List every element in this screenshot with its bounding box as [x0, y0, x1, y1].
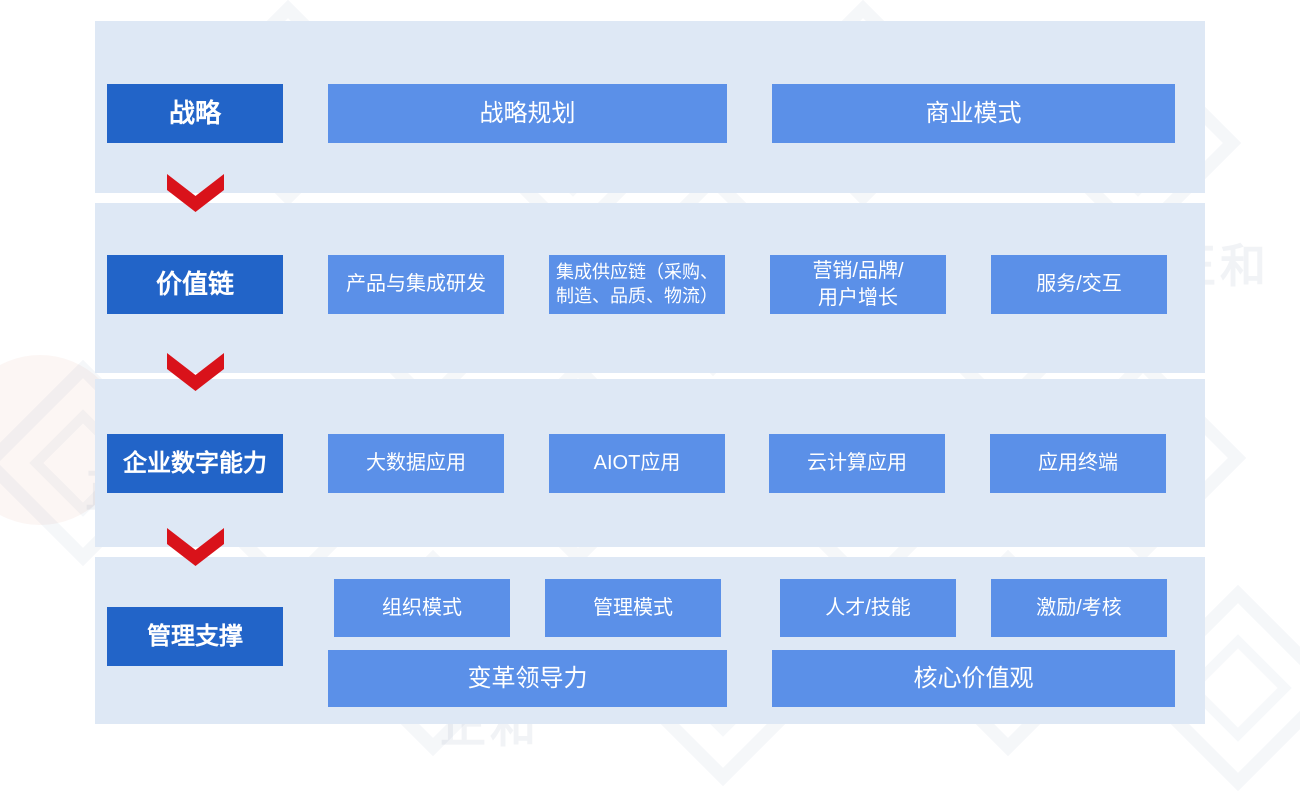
box-cloud-computing-application-label: 云计算应用: [807, 452, 907, 475]
box-integrated-supply-chain[interactable]: 集成供应链（采购、 制造、品质、物流）: [549, 255, 725, 314]
box-talent-skills-label: 人才/技能: [825, 596, 911, 619]
row-header-strategy-label: 战略: [168, 98, 221, 129]
box-service-interaction-label: 服务/交互: [1036, 273, 1122, 296]
box-organization-model-label: 组织模式: [382, 596, 462, 619]
box-product-rd[interactable]: 产品与集成研发: [328, 255, 504, 314]
box-cloud-computing-application[interactable]: 云计算应用: [769, 434, 945, 493]
box-application-terminal[interactable]: 应用终端: [990, 434, 1166, 493]
box-organization-model[interactable]: 组织模式: [334, 579, 510, 637]
box-product-rd-label: 产品与集成研发: [346, 273, 486, 296]
box-change-leadership-label: 变革领导力: [467, 664, 588, 692]
arrow-strategy-to-valuechain: [167, 174, 224, 212]
row-header-management-support[interactable]: 管理支撑: [107, 607, 283, 666]
row-header-digital-capability-label: 企业数字能力: [123, 449, 267, 477]
box-aiot-application-label: AIOT应用: [593, 452, 681, 475]
box-marketing-brand-growth-label-line2: 用户增长: [818, 286, 898, 309]
box-integrated-supply-chain-label-line1: 集成供应链（采购、: [556, 261, 718, 282]
box-core-values[interactable]: 核心价值观: [772, 650, 1175, 707]
box-incentive-assessment[interactable]: 激励/考核: [991, 579, 1167, 637]
box-marketing-brand-growth[interactable]: 营销/品牌/ 用户增长: [770, 255, 946, 314]
box-talent-skills[interactable]: 人才/技能: [780, 579, 956, 637]
box-big-data-application[interactable]: 大数据应用: [328, 434, 504, 493]
box-management-model[interactable]: 管理模式: [545, 579, 721, 637]
box-aiot-application[interactable]: AIOT应用: [549, 434, 725, 493]
box-integrated-supply-chain-label-line2: 制造、品质、物流）: [556, 285, 718, 306]
box-business-model-label: 商业模式: [925, 99, 1022, 127]
box-management-model-label: 管理模式: [593, 596, 673, 619]
box-business-model[interactable]: 商业模式: [772, 84, 1175, 143]
box-strategy-planning[interactable]: 战略规划: [328, 84, 727, 143]
arrow-digital-to-management: [167, 528, 224, 566]
box-application-terminal-label: 应用终端: [1038, 452, 1118, 475]
row-header-digital-capability[interactable]: 企业数字能力: [107, 434, 283, 493]
row-header-value-chain-label: 价值链: [155, 269, 234, 300]
box-strategy-planning-label: 战略规划: [479, 99, 576, 127]
box-change-leadership[interactable]: 变革领导力: [328, 650, 727, 707]
row-header-strategy[interactable]: 战略: [107, 84, 283, 143]
box-incentive-assessment-label: 激励/考核: [1036, 596, 1122, 619]
row-header-value-chain[interactable]: 价值链: [107, 255, 283, 314]
box-service-interaction[interactable]: 服务/交互: [991, 255, 1167, 314]
box-big-data-application-label: 大数据应用: [366, 452, 466, 475]
row-header-management-support-label: 管理支撑: [147, 622, 243, 650]
arrow-valuechain-to-digital: [167, 353, 224, 391]
box-marketing-brand-growth-label-line1: 营销/品牌/: [812, 260, 904, 283]
box-core-values-label: 核心价值观: [913, 664, 1034, 692]
